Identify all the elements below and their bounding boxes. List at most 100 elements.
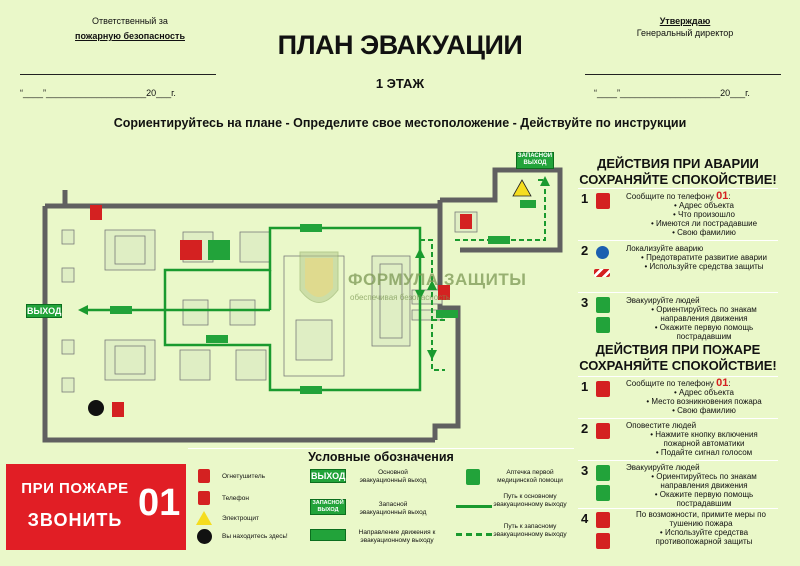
accident-step-3: 3 Эвакуируйте людей Ориентируйтесь по зн… [578, 292, 778, 342]
phone-icon [596, 193, 610, 209]
fire-call-line1: ПРИ ПОЖАРЕ [21, 480, 129, 497]
fire-call-line2: ЗВОНИТЬ [27, 510, 123, 530]
date-line-right: “____”____________________20___г. [594, 88, 750, 98]
floor-plan [42, 167, 563, 443]
extinguisher-icon [198, 469, 210, 483]
legend-direction: Направление движения к эвакуационному вы… [358, 529, 436, 544]
accident-section: ДЕЙСТВИЯ ПРИ АВАРИИ СОХРАНЯЙТЕ СПОКОЙСТВ… [578, 156, 778, 188]
step-text: Оповестите людей Нажмите кнопку включени… [626, 421, 776, 457]
plan-walls [42, 167, 563, 443]
step-lead: Локализуйте аварию [626, 244, 704, 253]
fire-step-1: 1 Сообщите по телефону 01: Адрес объекта… [578, 376, 778, 416]
legend-electric: Электрощит [222, 515, 259, 522]
step-number: 2 [581, 421, 589, 436]
plan-red-signs [90, 205, 472, 417]
step-item: Что произошло [632, 210, 776, 219]
legend-extinguisher: Огнетушитель [222, 473, 266, 480]
legend: Условные обозначения Огнетушитель Телефо… [188, 448, 574, 548]
signature-line-left [20, 74, 216, 75]
phone-icon [198, 491, 210, 505]
route-main [85, 226, 422, 392]
legend-phone: Телефон [222, 495, 249, 502]
step-item: Окажите первую помощь пострадавшим [632, 490, 776, 508]
step-item: Место возникновения пожара [632, 397, 776, 406]
accident-title: ДЕЙСТВИЯ ПРИ АВАРИИ [597, 156, 759, 171]
direction-signs [110, 200, 536, 394]
plan-furniture [61, 211, 478, 393]
extinguisher-icon [596, 512, 610, 528]
fire-title: ДЕЙСТВИЯ ПРИ ПОЖАРЕ [595, 342, 761, 357]
plan-exit-spare: ЗАПАСНОЙ ВЫХОД [516, 152, 554, 169]
approve-line2: Генеральный директор [636, 28, 734, 38]
fire-hose-icon [596, 533, 610, 549]
watermark-logo [299, 251, 339, 303]
emergency-number: 01 [716, 377, 729, 389]
signature-line-right [585, 74, 781, 75]
electric-icon [196, 511, 212, 525]
legend-exit-spare-box: ЗАПАСНОЙ ВЫХОД [310, 499, 346, 515]
watermark-subtitle: обеспечивая безопасность [350, 293, 450, 302]
fire-call-number: 01 [138, 482, 181, 524]
plan-exit-main: ВЫХОД [26, 304, 62, 318]
date-line-left: “____”____________________20___г. [20, 88, 176, 98]
step-item: Используйте средства защиты [632, 262, 776, 271]
step-text: Сообщите по телефону 01: Адрес объекта М… [626, 377, 776, 416]
legend-spare-exit: Запасной эвакуационный выход [359, 501, 427, 516]
plan-electric-sign [512, 179, 532, 197]
step-text: Сообщите по телефону 01: Адрес объекта Ч… [626, 190, 776, 238]
step-item: Окажите первую помощь пострадавшим [632, 323, 776, 341]
step-item: Предотвратите развитие аварии [632, 253, 776, 262]
step-item: Адрес объекта [632, 201, 776, 210]
first-aid-icon [466, 469, 480, 485]
alarm-button-icon [596, 423, 610, 439]
fire-section: ДЕЙСТВИЯ ПРИ ПОЖАРЕ СОХРАНЯЙТЕ СПОКОЙСТВ… [578, 342, 778, 374]
step-number: 3 [581, 295, 589, 310]
step-number: 1 [581, 379, 589, 394]
first-aid-icon [596, 485, 610, 501]
step-text: По возможности, примите меры по тушению … [626, 510, 776, 546]
exit-runner-icon [596, 465, 610, 481]
protective-mask-icon [596, 246, 609, 259]
first-aid-icon [596, 317, 610, 333]
step-item: Ориентируйтесь по знакам направления дви… [632, 472, 776, 490]
step-text: Эвакуируйте людей Ориентируйтесь по знак… [626, 463, 776, 508]
step-item: Адрес объекта [632, 388, 776, 397]
responsible-line1: Ответственный за [92, 16, 168, 26]
step-item: Ориентируйтесь по знакам направления дви… [632, 305, 776, 323]
plan-first-aid [208, 240, 230, 260]
legend-exit-main-box: ВЫХОД [310, 469, 346, 483]
step-lead: По возможности, примите меры по тушению … [636, 510, 766, 528]
hazard-tape-icon [594, 269, 610, 277]
legend-path-main: Путь к основному эвакуационному выходу [493, 493, 567, 508]
accident-step-2: 2 Локализуйте аварию Предотвратите разви… [578, 240, 778, 290]
approve-line1: Утверждаю [659, 16, 711, 26]
legend-path-spare: Путь к запасному эвакуационному выходу [493, 523, 567, 538]
step-lead: Сообщите по телефону [626, 379, 714, 388]
step-text: Эвакуируйте людей Ориентируйтесь по знак… [626, 296, 776, 341]
legend-you-are-here: Вы находитесь здесь! [222, 533, 288, 540]
you-are-here-icon [197, 529, 212, 544]
step-number: 2 [581, 243, 589, 258]
accident-calm: СОХРАНЯЙТЕ СПОКОЙСТВИЕ! [579, 172, 777, 187]
step-item: Свою фамилию [632, 228, 776, 237]
step-number: 4 [581, 511, 589, 526]
step-lead: Эвакуируйте людей [626, 463, 700, 472]
accident-step-1: 1 Сообщите по телефону 01: Адрес объекта… [578, 188, 778, 238]
instructions-banner: Сориентируйтесь на плане - Определите св… [113, 116, 687, 130]
responsible-title: Ответственный за пожарную безопасность [20, 16, 240, 41]
step-item: Свою фамилию [632, 406, 776, 415]
dashed-path-icon [456, 533, 492, 536]
step-lead: Сообщите по телефону [626, 192, 714, 201]
phone-icon [596, 381, 610, 397]
floor-label: 1 ЭТАЖ [375, 76, 425, 91]
step-lead: Оповестите людей [626, 421, 697, 430]
legend-main-exit: Основной эвакуационный выход [359, 469, 427, 484]
responsible-line2: пожарную безопасность [75, 31, 185, 41]
fire-step-4: 4 По возможности, примите меры по тушени… [578, 508, 778, 554]
watermark-name: ФОРМУЛА ЗАЩИТЫ [348, 270, 527, 289]
step-item: Подайте сигнал голосом [632, 448, 776, 457]
approve-title: Утверждаю Генеральный директор [590, 16, 780, 38]
step-number: 1 [581, 191, 589, 206]
emergency-number: 01 [716, 190, 729, 202]
you-are-here-dot [88, 400, 104, 416]
